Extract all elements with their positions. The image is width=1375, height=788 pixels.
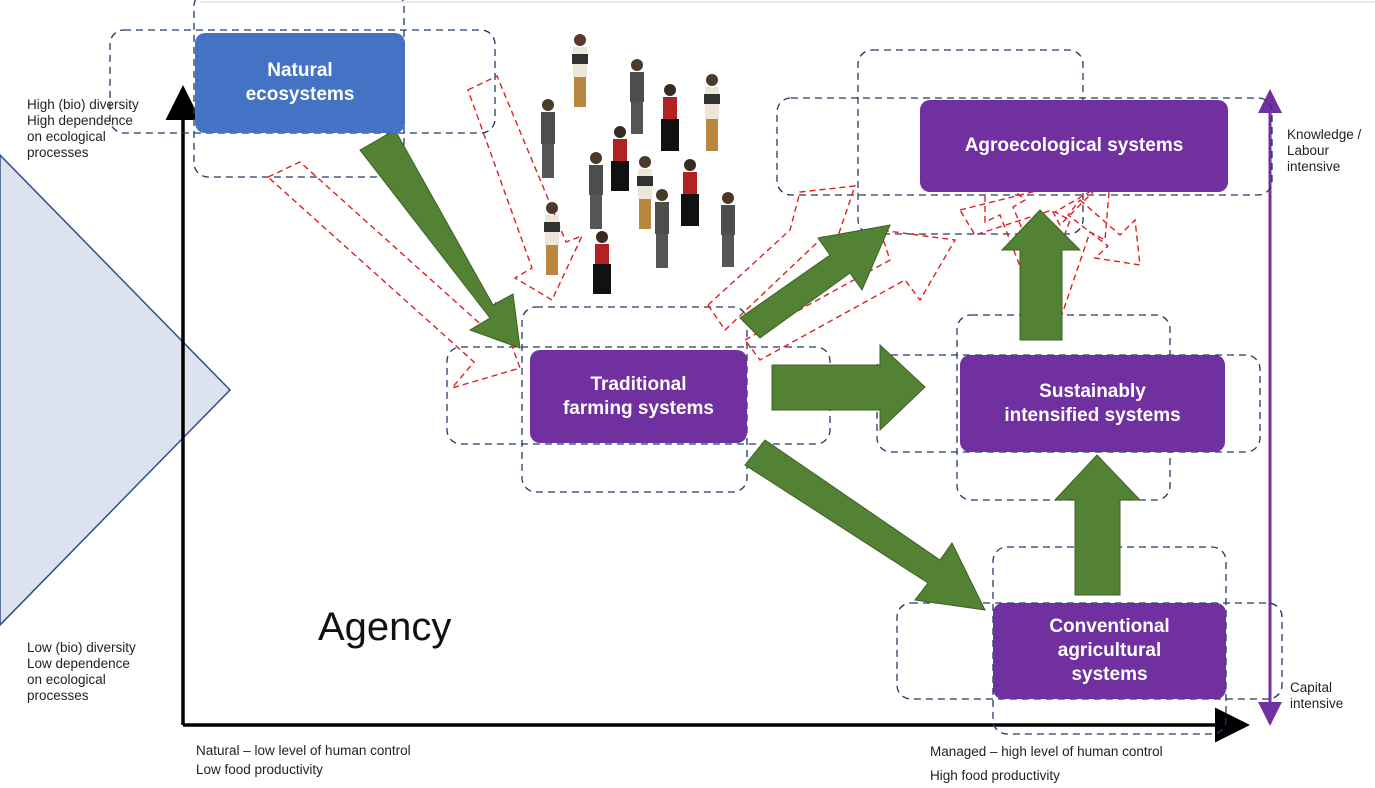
node-label: ecosystems <box>245 84 355 105</box>
label-line: processes <box>27 145 89 160</box>
node-label: Natural <box>267 60 333 81</box>
label-line: intensive <box>1290 696 1344 711</box>
person-icon <box>704 74 720 151</box>
person-icon <box>637 156 653 229</box>
dashed-frame <box>521 306 748 493</box>
arrow-traditional-to-agroecological <box>739 224 891 339</box>
person-icon <box>655 189 669 268</box>
arrow-traditional-to-sustainable <box>771 343 926 432</box>
diamond-shape <box>0 153 232 627</box>
label-line: Low dependence <box>27 656 130 671</box>
person-icon <box>611 126 629 191</box>
right-axis-top-label: Knowledge / Labour intensive <box>1287 127 1361 175</box>
node-label: Conventional <box>1049 616 1170 637</box>
dashed-frame <box>776 97 1273 196</box>
person-icon <box>630 59 644 134</box>
label-line: Labour <box>1287 143 1330 158</box>
dashed-red-arrow <box>707 185 857 332</box>
node-conventional-agricultural: Conventional agricultural systems <box>993 603 1226 699</box>
agency-label: Agency <box>318 605 451 649</box>
person-icon <box>721 192 735 267</box>
label-line: Natural – low level of human control <box>196 743 411 758</box>
arrow-traditional-to-conventional <box>744 439 986 611</box>
label-line: intensive <box>1287 159 1341 174</box>
dashed-red-arrow <box>958 169 1102 236</box>
label-line: High food productivity <box>930 768 1060 783</box>
node-label: agricultural <box>1057 640 1162 661</box>
label-line: Low (bio) diversity <box>27 640 136 655</box>
node-label: farming systems <box>562 397 714 419</box>
label-line: on ecological <box>27 672 106 687</box>
dashed-frame <box>896 602 1283 700</box>
label-line: High dependence <box>27 113 133 128</box>
person-icon <box>593 231 611 294</box>
person-icon <box>681 159 699 226</box>
dashed-frame <box>109 29 496 134</box>
node-label: intensified systems <box>1004 404 1181 426</box>
dashed-red-arrow <box>1067 198 1141 266</box>
person-icon <box>589 152 603 229</box>
label-line: Low food productivity <box>196 762 323 777</box>
label-line: processes <box>27 688 89 703</box>
dashed-red-arrow <box>266 161 521 390</box>
label-line: Capital <box>1290 680 1333 695</box>
person-icon <box>661 84 679 151</box>
arrow-sustainable-to-agroecological <box>1000 209 1082 341</box>
node-label: systems <box>1071 664 1148 685</box>
x-axis-left-label: Natural – low level of human control Low… <box>196 741 411 779</box>
person-icon <box>541 99 555 178</box>
node-label: Sustainably <box>1039 380 1146 402</box>
person-icon <box>544 202 560 275</box>
label-line: on ecological <box>27 129 106 144</box>
y-axis-top-label: High (bio) diversity High dependence on … <box>27 97 139 161</box>
node-agroecological: Agroecological systems <box>920 100 1228 192</box>
label-line: Knowledge / <box>1287 127 1362 142</box>
person-icon <box>572 34 588 107</box>
dashed-red-arrow <box>467 75 584 301</box>
dashed-red-arrow <box>743 229 957 361</box>
x-axis-right-label: Managed – high level of human control Hi… <box>930 740 1163 788</box>
label-line: High (bio) diversity <box>27 97 139 112</box>
label-line: Managed – high level of human control <box>930 744 1163 759</box>
arrow-conventional-to-sustainable <box>1053 454 1142 596</box>
node-natural-ecosystems: Natural ecosystems <box>195 33 405 133</box>
right-axis-bottom-label: Capital intensive <box>1290 680 1343 712</box>
node-label: Traditional <box>590 373 687 395</box>
node-label: Agroecological systems <box>964 135 1184 156</box>
green-arrows <box>359 129 1142 611</box>
y-axis-bottom-label: Low (bio) diversity Low dependence on ec… <box>27 640 136 704</box>
dashed-frame <box>857 49 1084 235</box>
people-group <box>541 34 735 294</box>
arrow-natural-to-traditional <box>359 129 521 349</box>
